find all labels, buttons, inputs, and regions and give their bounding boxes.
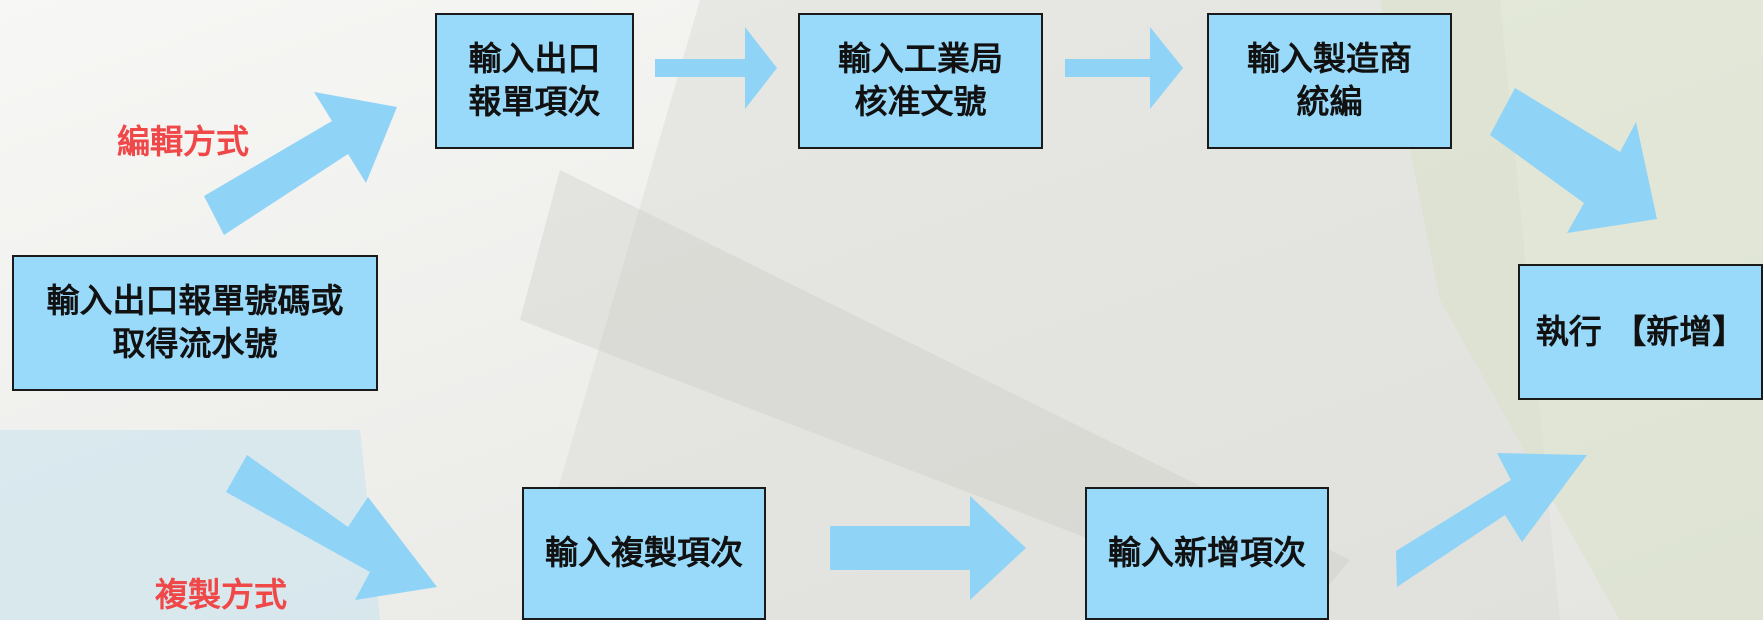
edit-step-3-box: 輸入製造商 統編 [1207,13,1452,149]
arrow-edit3-to-end [1490,88,1657,233]
edit-step-1-text: 輸入出口 報單項次 [468,39,601,121]
edit-step-2-box: 輸入工業局 核准文號 [798,13,1043,149]
arrow-start-to-copy [226,455,437,600]
arrow-copy1-to-copy2 [830,496,1026,600]
arrow-edit1-to-edit2 [655,27,777,109]
copy-step-2-text: 輸入新增項次 [1108,533,1306,573]
copy-step-1-box: 輸入複製項次 [522,487,766,620]
edit-step-1-box: 輸入出口 報單項次 [435,13,634,149]
copy-step-2-box: 輸入新增項次 [1085,487,1329,620]
start-box-text: 輸入出口報單號碼或 取得流水號 [46,281,344,363]
edit-step-3-text: 輸入製造商 統編 [1247,39,1412,121]
edit-method-label: 編輯方式 [117,122,249,161]
arrow-copy2-to-end [1396,453,1587,587]
copy-step-1-text: 輸入複製項次 [545,533,743,573]
edit-step-2-text: 輸入工業局 核准文號 [838,39,1003,121]
arrow-edit2-to-edit3 [1065,27,1183,109]
start-box: 輸入出口報單號碼或 取得流水號 [12,255,378,391]
copy-method-label: 複製方式 [155,575,287,614]
end-box: 執行 【新增】 [1518,264,1763,400]
end-box-text: 執行 【新增】 [1535,311,1746,351]
arrow-start-to-edit [204,92,397,235]
